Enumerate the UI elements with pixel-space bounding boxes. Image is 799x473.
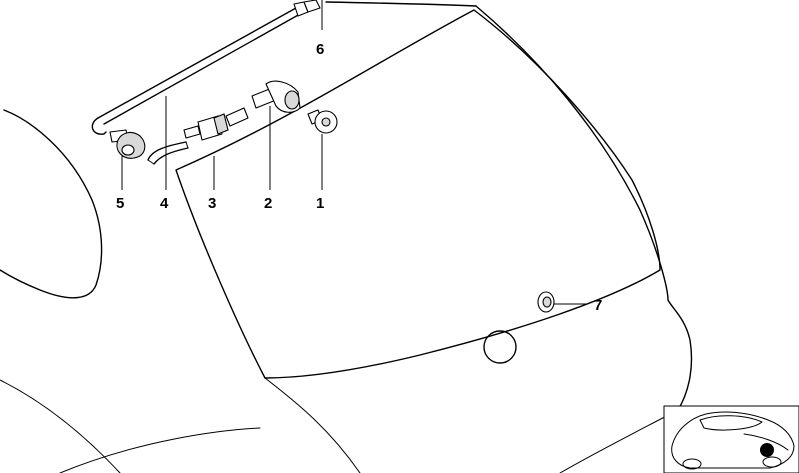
valve-left-nipple [183, 125, 201, 139]
rear-window-outline [175, 9, 661, 379]
callout-3: 3 [208, 195, 216, 212]
thumbnail-wheel-rear [762, 456, 782, 468]
callout-labels: 6 5 4 3 2 1 7 [116, 41, 602, 314]
thumbnail-car-rear [743, 433, 789, 451]
hose-loop [91, 117, 107, 135]
side-panel-lower-line [0, 379, 121, 473]
hose-line-part [91, 0, 321, 135]
thumbnail-frame [663, 405, 799, 473]
callout-7: 7 [594, 297, 602, 314]
spray-nozzle-part [109, 129, 146, 159]
rear-quarter-line [59, 427, 261, 473]
hatch-outer-outline [475, 5, 693, 411]
location-thumbnail [663, 405, 799, 473]
callout-5: 5 [116, 195, 124, 212]
bumper-line [559, 409, 679, 473]
callout-4: 4 [160, 195, 169, 212]
clip-center [321, 117, 331, 127]
elbow-opening [284, 90, 300, 110]
roof-outline [325, 1, 477, 7]
valve-right-nipple [225, 107, 249, 127]
check-valve-part [183, 107, 249, 141]
thumbnail-wheel-front [682, 458, 702, 470]
hose-bend-outer [147, 141, 187, 161]
hose-bend-end2 [185, 141, 189, 149]
valve-collar [213, 113, 229, 135]
thumbnail-location-marker [760, 443, 774, 457]
grommet-inner [542, 296, 552, 308]
hose-bend-part [147, 141, 189, 165]
leader-lines [121, 0, 588, 305]
hose-bend-inner [153, 147, 189, 165]
hose-line-lower [103, 13, 301, 125]
side-panel-outline [0, 109, 103, 299]
callout-2: 2 [264, 195, 272, 212]
hatch-lower-line [264, 377, 361, 473]
thumbnail-car-body [671, 411, 795, 469]
hose-bend-end [147, 159, 155, 165]
callout-6: 6 [316, 41, 324, 58]
nozzle-tip [121, 144, 135, 156]
elbow-connector-part [251, 80, 301, 113]
emblem-outline [483, 330, 517, 364]
hose-line-upper [97, 7, 297, 119]
thumbnail-car-window [699, 415, 763, 431]
clip-part [307, 109, 338, 134]
grommet-part [537, 291, 555, 313]
callout-1: 1 [316, 195, 324, 212]
hose-end-cap [303, 0, 321, 13]
car-body [0, 1, 693, 473]
